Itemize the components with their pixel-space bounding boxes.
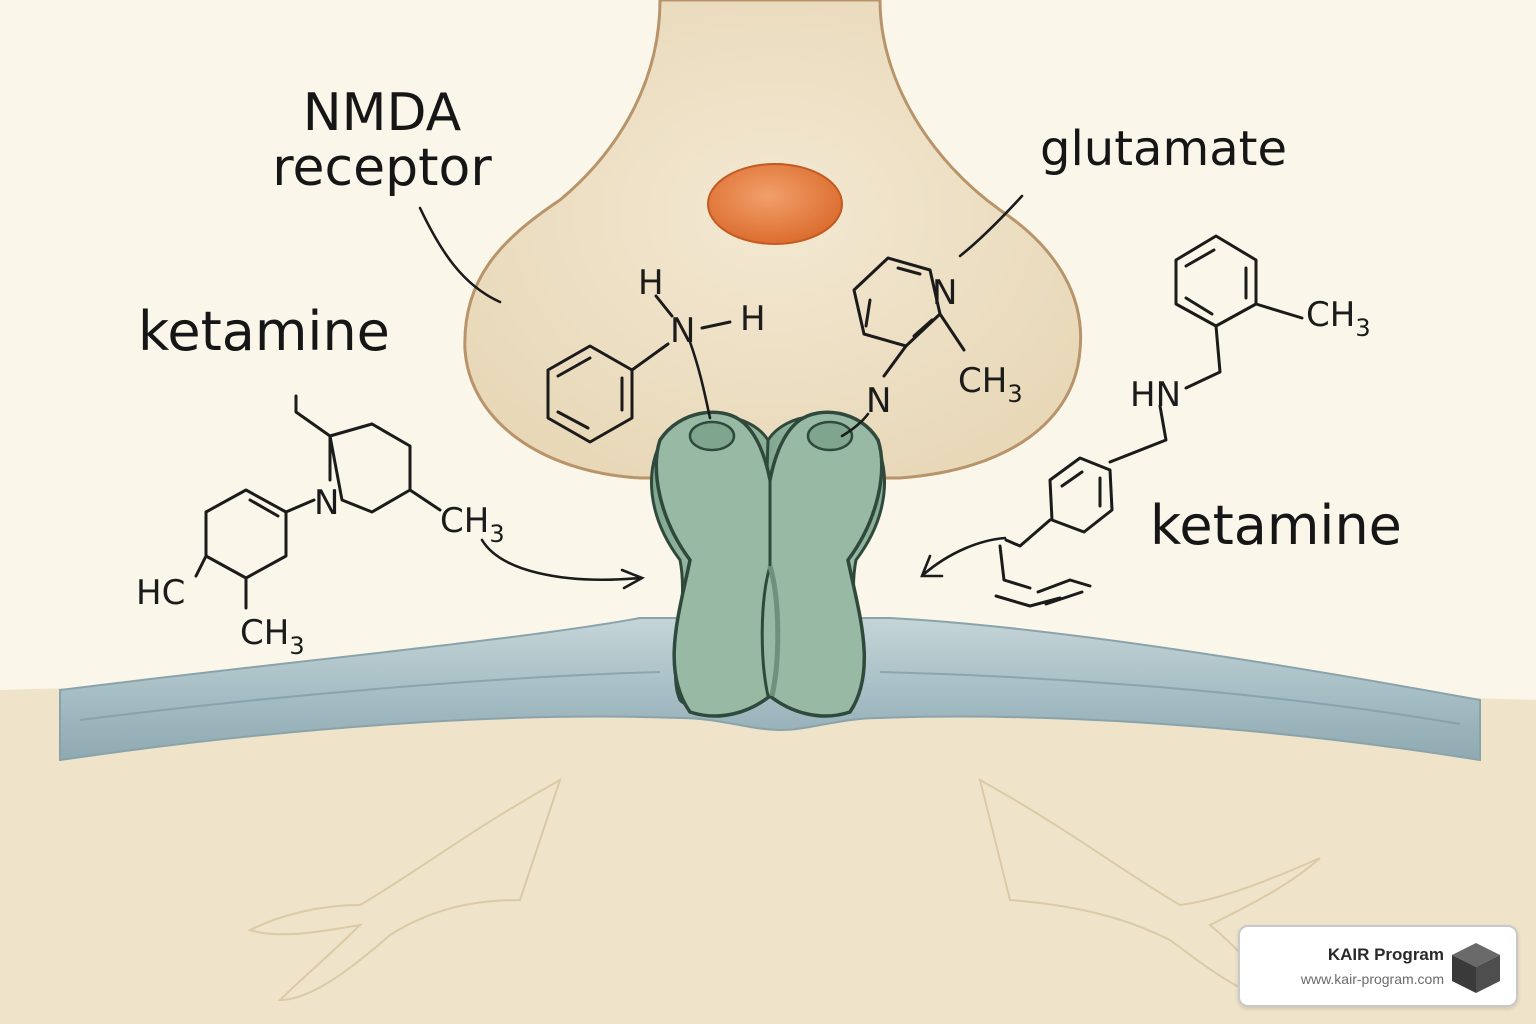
amine-to-receptor-line (688, 340, 712, 420)
pyridine-structure (852, 256, 966, 378)
nmda-label-line1: NMDA (302, 83, 462, 143)
ch3-pyridine: CH3 (958, 361, 1023, 408)
atom-n-amine: N (670, 311, 695, 351)
dendrite-right (978, 778, 1321, 1002)
ch3-bottom: CH3 (240, 613, 305, 660)
atom-n-pyridine: N (932, 273, 957, 313)
brand-url[interactable]: www.kair-program.com (1300, 971, 1444, 987)
nmda-label-line2: receptor (272, 137, 492, 198)
atom-n-left: N (314, 483, 339, 523)
cube-logo-icon (1452, 943, 1500, 993)
left-arrow (480, 538, 642, 581)
atom-hc-left: HC (136, 573, 185, 613)
left-ketamine-structure (194, 394, 442, 610)
atom-h-right: H (740, 299, 766, 339)
glutamate-label: glutamate (1040, 121, 1287, 177)
left-arrow-head (620, 568, 646, 590)
right-arrow (922, 536, 1007, 576)
atom-h-top: H (638, 263, 664, 303)
dendrite-left (247, 777, 562, 1002)
nmda-receptor-channel (650, 410, 886, 718)
postsynaptic-stem (600, 760, 940, 1024)
brand-card[interactable]: KAIR Program www.kair-program.com (1238, 925, 1518, 1007)
atom-n-pyridine-low: N (866, 381, 891, 421)
membrane-inner-line (79, 671, 1461, 725)
nmda-receptor-label: NMDA receptor (262, 86, 502, 195)
brand-name: KAIR Program (1327, 945, 1444, 964)
ketamine-label-right: ketamine (1150, 494, 1402, 557)
ch3-right: CH3 (1306, 295, 1371, 342)
synaptic-vesicle (707, 163, 843, 245)
pyridine-to-receptor-line (840, 412, 870, 438)
atom-hn-right: HN (1130, 375, 1181, 415)
glutamate-leader-line (958, 194, 1024, 258)
ketamine-label-left: ketamine (138, 300, 390, 363)
aniline-structure (546, 294, 732, 444)
right-arrow-head (920, 554, 944, 578)
nmda-leader-line (418, 206, 502, 304)
right-ketamine-structure (994, 234, 1304, 608)
ch3-left: CH3 (440, 501, 505, 548)
